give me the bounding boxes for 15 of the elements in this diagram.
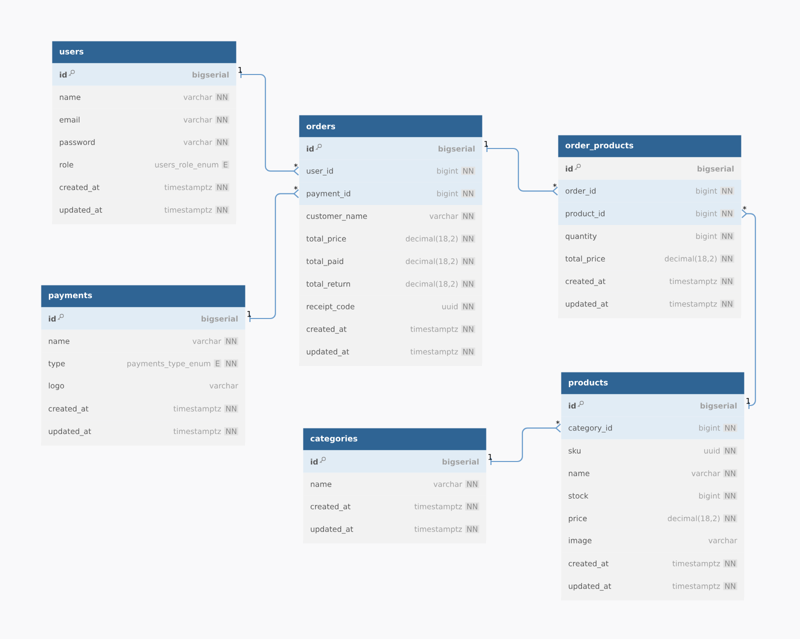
cardinality-label: * (294, 163, 298, 168)
relationship-line (490, 424, 561, 465)
cardinality-label: * (556, 420, 560, 424)
cardinality-label: 1 (238, 66, 242, 73)
relationship-line (742, 209, 756, 409)
cardinality-label: 1 (484, 140, 488, 147)
cardinality-label: * (294, 186, 298, 190)
cardinality-label: 1 (247, 310, 251, 317)
cardinality-label: * (742, 206, 746, 210)
cardinality-label: * (553, 183, 557, 188)
relationship-line (486, 145, 558, 196)
cardinality-label: 1 (488, 454, 492, 460)
relationship-line (249, 189, 299, 322)
cardinality-label: 1 (746, 398, 750, 404)
relationship-line (240, 71, 299, 176)
